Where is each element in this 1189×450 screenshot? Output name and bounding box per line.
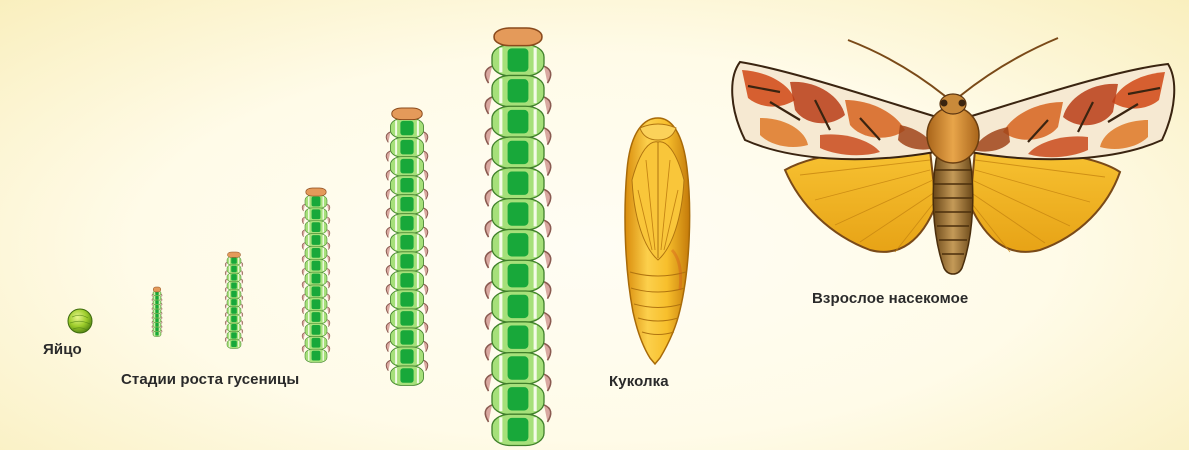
caterpillar-icon	[386, 108, 428, 386]
left-hindwing	[785, 149, 936, 251]
caterpillar-icon	[485, 28, 550, 446]
right-hindwing	[970, 150, 1120, 252]
caterpillar-icon	[225, 252, 243, 349]
moth-icon	[732, 38, 1174, 274]
caterpillar-stages-label: Стадии роста гусеницы	[121, 371, 299, 388]
caterpillar-icon	[302, 188, 330, 363]
adult-moth-label: Взрослое насекомое	[812, 290, 968, 307]
egg-label: Яйцо	[43, 341, 82, 358]
caterpillar-icon	[152, 287, 162, 337]
egg-icon	[68, 309, 92, 333]
pupa-icon	[625, 118, 690, 364]
pupa-label: Куколка	[609, 373, 669, 390]
